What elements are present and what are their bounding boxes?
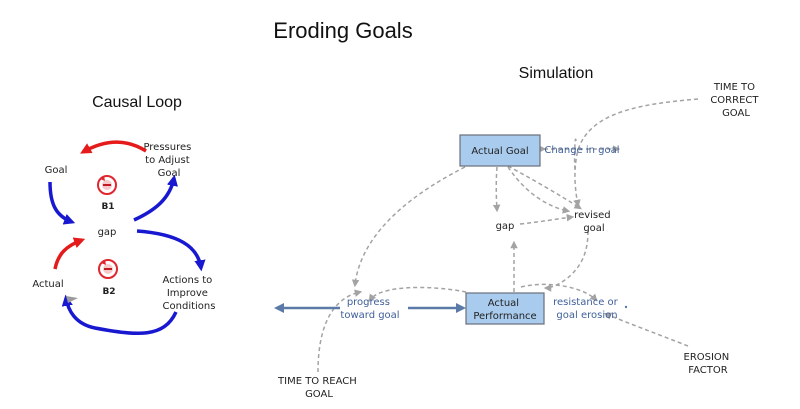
link-gap-to-revised	[519, 213, 575, 225]
link-goal-to-progress	[351, 166, 466, 288]
link-goal-to-revised-2	[507, 166, 571, 214]
link-performance-to-progress	[368, 286, 467, 302]
diagram-title: Eroding Goals	[273, 18, 412, 43]
simulation-heading: Simulation	[519, 65, 594, 82]
const-time-to-reach-label[interactable]: TIME TO REACH GOAL	[277, 376, 360, 400]
arrow-gap-to-actions	[136, 229, 206, 272]
link-time-to-reach	[317, 289, 363, 373]
flow-resistance-label: resistance or goal erosion	[553, 297, 621, 321]
stock-actual-performance[interactable]	[465, 292, 545, 325]
arrow-pressures-to-goal	[80, 140, 147, 154]
loop-b2-icon	[98, 259, 118, 279]
link-erosion-factor	[603, 312, 689, 347]
cl-label-pressures: Pressures to Adjust Goal	[143, 142, 194, 179]
cl-label-actual: Actual	[32, 279, 63, 290]
var-gap-label[interactable]: gap	[496, 221, 515, 232]
arrow-actual-to-gap	[53, 237, 86, 270]
arrow-goal-to-gap	[48, 181, 76, 225]
cl-label-actions: Actions to Improve Conditions	[163, 275, 216, 312]
flow-change-in-goal-label: Change in goal	[544, 145, 619, 156]
small-gray-arrowhead	[66, 296, 78, 303]
cl-label-gap: gap	[98, 227, 117, 238]
cl-label-goal: Goal	[45, 165, 68, 176]
causal-loop-heading: Causal Loop	[92, 94, 182, 111]
stock-actual-goal[interactable]	[459, 134, 541, 167]
link-goal-to-revised	[507, 165, 582, 210]
loop-b2-label: B2	[102, 287, 115, 297]
flow-progress-label: progress toward goal	[340, 297, 399, 321]
arrow-actions-to-actual	[61, 294, 178, 336]
arrow-gap-to-pressures	[133, 174, 178, 222]
var-revised-goal-label[interactable]: revised goal	[574, 210, 614, 234]
const-time-to-correct-label[interactable]: TIME TO CORRECT GOAL	[710, 82, 761, 119]
loop-b1-icon	[97, 175, 117, 195]
link-goal-to-gap	[492, 166, 501, 213]
link-performance-to-resistance	[520, 283, 598, 302]
const-erosion-factor-label[interactable]: EROSION FACTOR	[684, 352, 733, 376]
link-revised-to-resistance	[543, 230, 589, 292]
loop-b1-label: B1	[101, 202, 114, 212]
flow-resistance-dot	[624, 305, 628, 309]
stock-actual-performance-label: Actual Performance	[473, 298, 536, 322]
stock-actual-goal-label: Actual Goal	[471, 146, 528, 157]
